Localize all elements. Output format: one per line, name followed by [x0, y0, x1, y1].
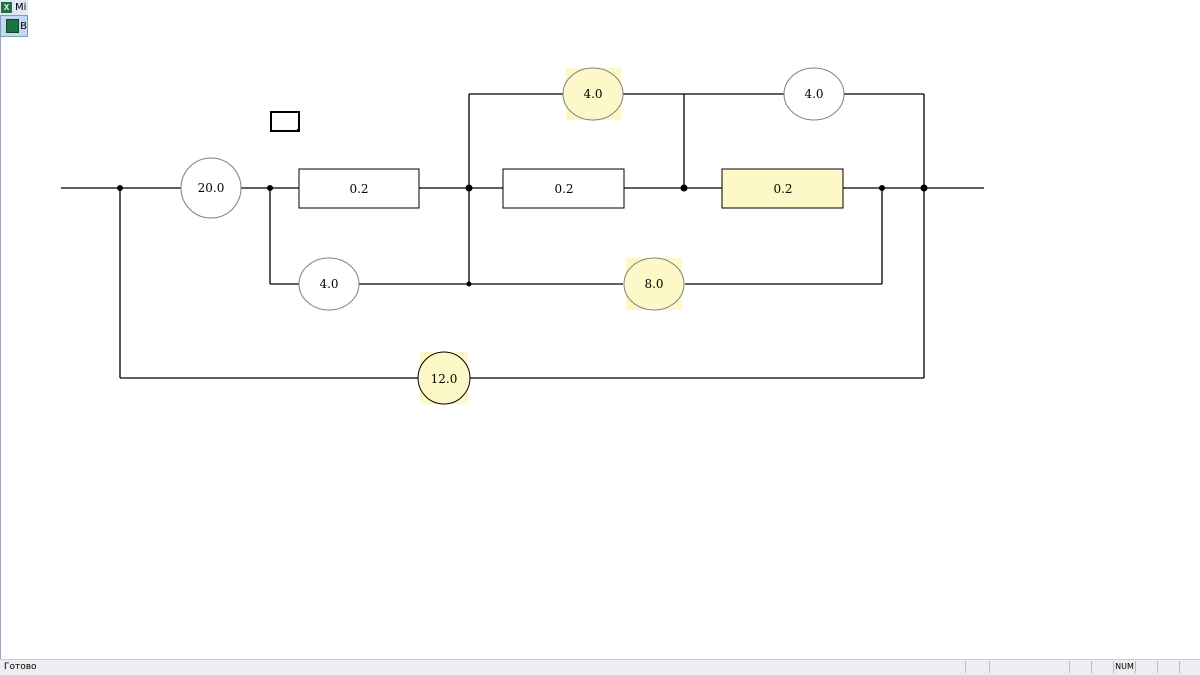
excel-app-icon[interactable]: X [1, 2, 12, 13]
element-label: 0.2 [349, 182, 368, 196]
workbook-icon [6, 19, 20, 33]
element-label: 12.0 [431, 372, 458, 386]
document-tab-label: B [20, 20, 27, 32]
element-r5[interactable]: 4.0 [562, 67, 624, 121]
element-r9[interactable]: 12.0 [417, 351, 471, 405]
element-r2[interactable]: 0.2 [298, 168, 420, 209]
status-panel [1157, 661, 1179, 673]
element-r7[interactable]: 0.2 [721, 168, 844, 209]
window-title: Mi [15, 2, 27, 13]
status-panel [1135, 661, 1157, 673]
fill-handle[interactable] [297, 129, 300, 132]
element-r8[interactable]: 8.0 [623, 257, 685, 311]
document-tab[interactable]: B [0, 15, 28, 37]
element-label: 4.0 [319, 277, 338, 291]
element-label: 4.0 [583, 87, 602, 101]
status-panel [1179, 661, 1200, 673]
element-r3[interactable]: 4.0 [298, 257, 360, 311]
junction-dots [117, 184, 928, 287]
circuit-diagram: 20.0 0.2 4.0 0.2 4.0 4.0 0.2 8.0 12.0 [61, 67, 984, 405]
cell-selection-box[interactable] [270, 111, 300, 132]
element-label: 20.0 [198, 181, 225, 195]
status-panel [965, 661, 989, 673]
element-label: 0.2 [554, 182, 573, 196]
wires [61, 93, 984, 379]
window-left-border [0, 37, 1, 659]
element-r1[interactable]: 20.0 [180, 157, 242, 219]
status-panel [1069, 661, 1091, 673]
element-r4[interactable]: 0.2 [502, 168, 625, 209]
num-lock-indicator: NUM [1113, 661, 1135, 673]
status-ready: Готово [4, 662, 37, 672]
element-label: 8.0 [644, 277, 663, 291]
element-label: 0.2 [773, 182, 792, 196]
status-panel [989, 661, 1069, 673]
window-title-bar: X Mi [0, 0, 28, 15]
status-bar: Готово NUM [0, 659, 1200, 675]
element-label: 4.0 [804, 87, 823, 101]
element-r6[interactable]: 4.0 [783, 67, 845, 121]
status-panel [1091, 661, 1113, 673]
